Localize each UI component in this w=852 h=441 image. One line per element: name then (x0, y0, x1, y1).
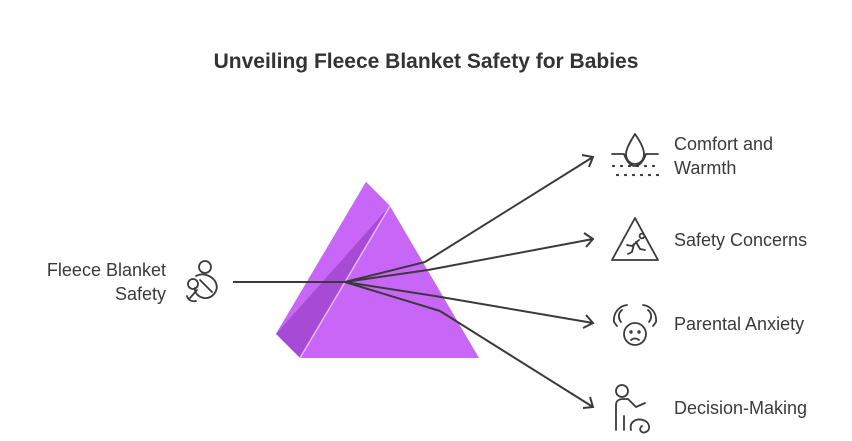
output-label-decision: Decision-Making (674, 398, 808, 418)
diagram-title: Unveiling Fleece Blanket Safety for Babi… (213, 50, 639, 73)
baby-blanket-icon (186, 260, 218, 303)
source-label-line1: Fleece Blanket (46, 260, 166, 280)
beam-inner-0 (344, 261, 426, 283)
beam-inner-3 (344, 281, 441, 312)
source-label: Fleece Blanket Safety (20, 258, 166, 306)
source-label-line2: Safety (114, 284, 166, 304)
beam-inner-2 (344, 281, 436, 297)
anxious-face-icon (613, 304, 657, 346)
prism-top-edge (276, 182, 390, 334)
arrow-safety-head (583, 232, 595, 248)
arrow-decision (439, 310, 594, 408)
beam-inner-1 (344, 269, 429, 283)
output-label-comfort-line1: Comfort and (674, 134, 774, 154)
output-label-anxiety: Parental Anxiety (674, 314, 805, 334)
arrow-comfort (424, 156, 594, 263)
output-label-comfort-line2: Warmth (674, 158, 737, 178)
person-choice-icon (615, 384, 650, 434)
arrow-anxiety (434, 295, 594, 324)
water-drop-icon (611, 133, 661, 177)
arrow-comfort-head (581, 154, 595, 168)
arrow-decision-head (582, 396, 595, 409)
output-label-comfort: Comfort and Warmth (674, 132, 773, 180)
arrow-safety (427, 238, 594, 271)
arrow-anxiety-head (582, 314, 595, 329)
warning-triangle-icon (611, 217, 659, 261)
output-label-safety: Safety Concerns (674, 230, 808, 250)
prism-front-face (300, 206, 479, 358)
